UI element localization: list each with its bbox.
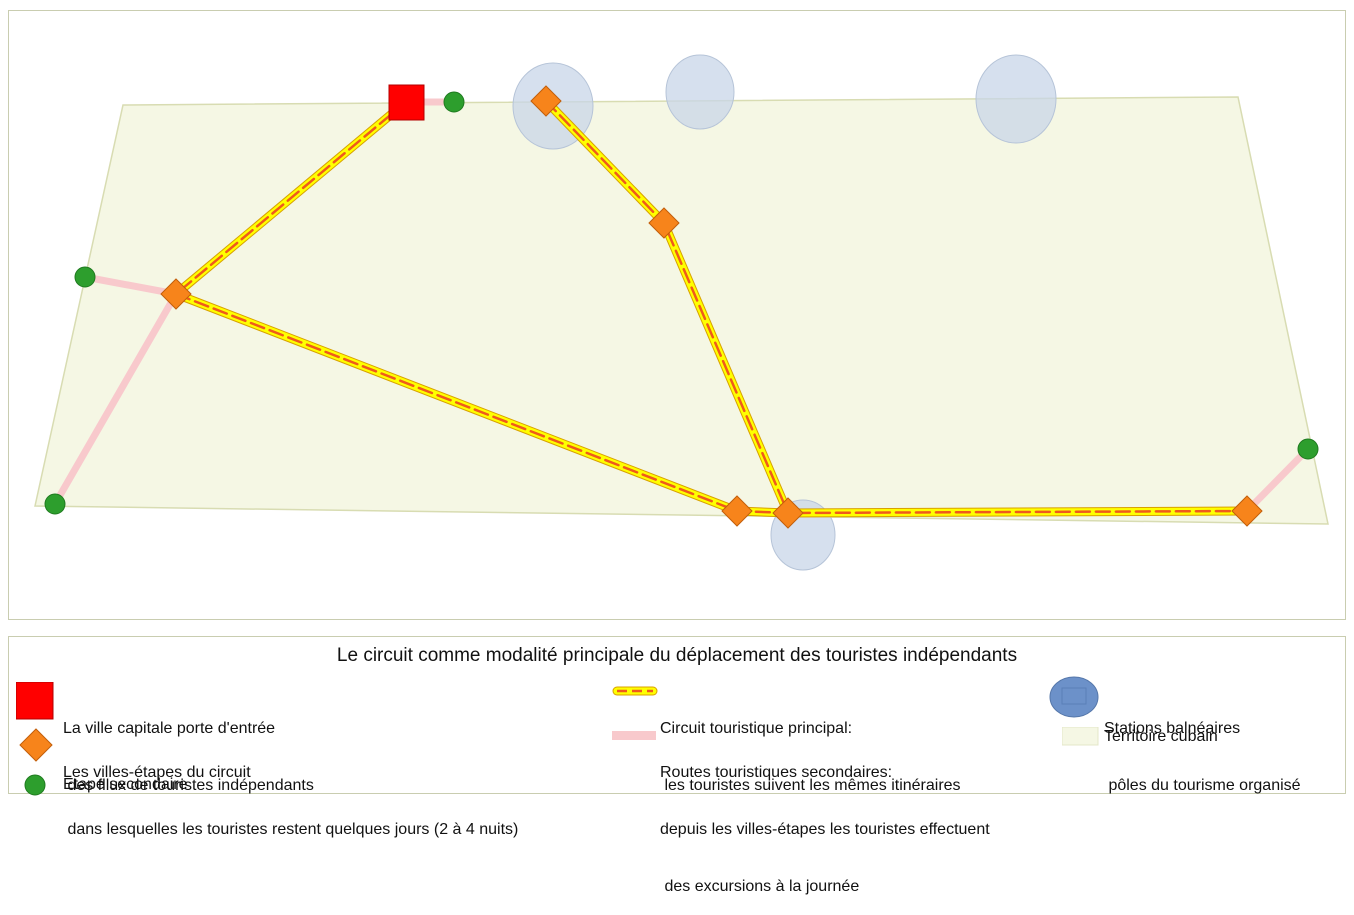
legend-resorts-line2: pôles du tourisme organisé: [1104, 777, 1301, 794]
capital-city: [388, 84, 425, 121]
secondary-stop: [443, 91, 465, 113]
stage-cities: [160, 85, 1263, 529]
secondary-stop: [1297, 438, 1319, 460]
map-diagram: [34, 54, 1329, 571]
legend-main-circuit: Circuit touristique principal: les touri…: [660, 681, 961, 814]
secondary-route: [51, 292, 180, 506]
territory-cuba: [34, 96, 1329, 525]
secondary-stops: [44, 91, 1319, 515]
legend-title: Le circuit comme modalité principale du …: [336, 645, 1018, 666]
legend-stage-line2: dans lesquelles les touristes restent qu…: [63, 821, 519, 838]
legend-capital-symbol: [16, 682, 54, 720]
legend-secondary-stop: Etape secondaire: [63, 776, 188, 793]
stage-city: [721, 495, 753, 527]
legend-stage-line1: Les villes-étapes du circuit: [63, 764, 251, 781]
legend-main-circuit-symbol: [612, 686, 658, 696]
legend-capital-line2: des fllux de touristes indépendants: [63, 777, 314, 794]
legend-capital-line1: La ville capitale porte d'entrée: [63, 720, 276, 737]
resort-2: [665, 54, 735, 130]
legend-secondary-stop-symbol: [24, 774, 46, 796]
legend-secondary-routes-line2: depuis les villes-étapes les touristes e…: [660, 821, 990, 838]
legend-stage-symbol: [19, 728, 53, 762]
stage-city: [530, 85, 562, 117]
secondary-route: [84, 273, 177, 298]
secondary-stop: [44, 493, 66, 515]
legend-resorts: Stations balnéaires pôles du tourisme or…: [1104, 681, 1301, 814]
secondary-stop: [74, 266, 96, 288]
stage-city: [160, 278, 192, 310]
legend-territory-symbol: [1062, 727, 1099, 746]
legend: Le circuit comme modalité principale du …: [8, 636, 1346, 794]
legend-territory: Territoire cubain: [1104, 728, 1218, 745]
legend-resort-symbol: [1049, 676, 1099, 718]
stage-city: [648, 207, 680, 239]
resort-3: [975, 54, 1057, 144]
stage-city: [1231, 495, 1263, 527]
secondary-routes: [51, 98, 1311, 514]
secondary-route: [1244, 446, 1311, 514]
stage-city: [772, 497, 804, 529]
legend-secondary-routes: Routes touristiques secondaires: depuis …: [660, 725, 990, 915]
legend-resorts-line1: Stations balnéaires: [1104, 720, 1241, 737]
legend-main-circuit-line2: les touristes suivent les mêmes itinérai…: [660, 777, 961, 794]
legend-secondary-routes-line3: des excursions à la journée: [660, 878, 860, 895]
legend-capital: La ville capitale porte d'entrée des fll…: [63, 681, 314, 814]
legend-secondary-routes-symbol: [612, 731, 656, 740]
legend-main-circuit-line1: Circuit touristique principal:: [660, 720, 853, 737]
legend-secondary-routes-line1: Routes touristiques secondaires:: [660, 764, 893, 781]
